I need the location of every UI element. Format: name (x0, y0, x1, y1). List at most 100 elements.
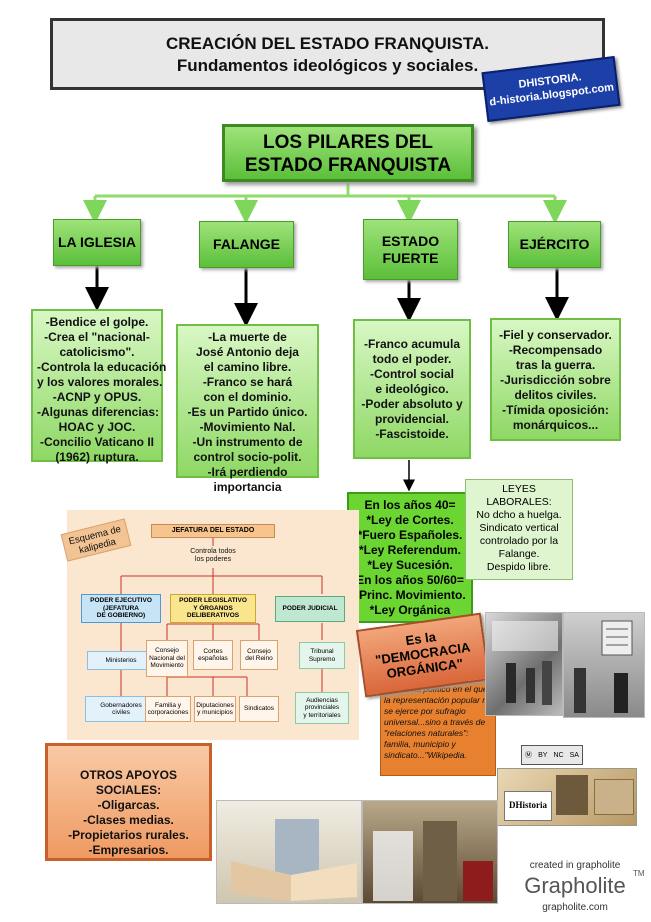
photo-ceremony (362, 800, 498, 904)
pillar-falange-label: FALANGE (213, 236, 280, 252)
familia-line: Familia y (154, 701, 181, 709)
ministerios-label: Ministerios (105, 656, 137, 664)
list-item: control socio-polit. (193, 450, 302, 464)
list-item: -Empresarios. (88, 843, 169, 857)
diputaciones-box: Diputaciones y municipios (194, 696, 236, 722)
list-item: *Fuero Españoles. (357, 528, 463, 542)
dhistoria-card: DHistoria (504, 791, 552, 821)
list-item: -Fiel y conservador. (499, 328, 612, 342)
photo-wall-sign (563, 612, 645, 718)
list-item: -Concilio Vaticano II (39, 435, 155, 449)
diputaciones-line: Diputaciones (196, 701, 234, 709)
controla-line: Controla todos (190, 548, 236, 555)
footer-url[interactable]: grapholite.com (542, 902, 608, 913)
consejo-reino-line: del Reino (245, 655, 273, 662)
list-item: -Jurisdicción sobre (500, 373, 611, 387)
list-item: y los valores morales. (37, 375, 163, 389)
list-item: SOCIALES: (95, 783, 162, 797)
list-item: -Oligarcas. (97, 798, 160, 812)
pillar-estado-label1: ESTADO (381, 232, 440, 249)
list-item: HOAC y JOC. (58, 420, 136, 434)
poder-judicial: PODER JUDICIAL (275, 596, 345, 622)
tribunal-line: Supremo (308, 655, 336, 663)
list-item: -Crea el "nacional- (44, 330, 150, 344)
sindicatos-label: Sindicatos (244, 705, 274, 713)
list-item: -Movimiento Nal. (199, 420, 296, 434)
controla-label: Controla todos los poderes (173, 548, 253, 564)
list-item: *Ley Sucesión. (367, 558, 453, 572)
cc-nc: NC (553, 751, 564, 759)
list-item: -Controla la educación (37, 360, 167, 374)
sindicatos-box: Sindicatos (239, 696, 279, 722)
photo-collage: DHistoria (497, 768, 637, 826)
list-item: todo el poder. (372, 352, 452, 366)
cc-sa: SA (569, 751, 579, 759)
list-item: monárquicos... (512, 418, 599, 432)
cc-by: BY (538, 751, 548, 759)
list-item: delitos civiles. (514, 388, 597, 402)
collage-photo (556, 775, 588, 815)
audiencias-line: Audiencias (306, 696, 338, 704)
list-item: LABORALES: (486, 496, 552, 508)
photo-book-art (231, 819, 357, 901)
otros-apoyos-box: OTROS APOYOS SOCIALES: -Oligarcas. -Clas… (45, 743, 212, 861)
legislativo-line: DELIBERATIVOS (186, 612, 240, 620)
tribunal-box: Tribunal Supremo (299, 642, 345, 669)
leyes-fundamentales-box: En los años 40= *Ley de Cortes. *Fuero E… (347, 492, 473, 623)
consejo-reino-box: Consejo del Reino (240, 640, 278, 670)
legislativo-line: Y ÓRGANOS (193, 604, 233, 612)
consejo-nacional-line: Nacional del (149, 654, 185, 662)
list-item: -Tímida oposición: (502, 403, 609, 417)
page-title-box: CREACIÓN DEL ESTADO FRANQUISTA. Fundamen… (50, 18, 605, 90)
list-item: Despido libre. (486, 561, 552, 573)
collage-photo (594, 779, 634, 815)
consejo-reino-line: Consejo (247, 647, 271, 655)
list-item: -Bendice el golpe. (45, 315, 149, 329)
list-item: -Franco se hará (202, 375, 293, 389)
audiencias-line: y territoriales (303, 711, 341, 719)
cc-icon: Ⓜ (525, 752, 533, 759)
falange-description: -La muerte de José Antonio deja el camin… (176, 324, 319, 494)
cortes-line: españolas (198, 655, 228, 662)
list-item: *Ley Orgánica (369, 603, 451, 617)
list-item: con el dominio. (203, 390, 292, 404)
list-item: *Princ. Movimiento. (354, 588, 466, 602)
photo-book (216, 800, 362, 904)
list-item: -La muerte de (208, 330, 287, 344)
list-item: No dcho a huelga. (476, 509, 562, 521)
pillar-falange: FALANGE (199, 221, 294, 268)
consejo-nacional-line: Movimiento (150, 662, 184, 670)
familia-box: Familia y corporaciones (145, 696, 191, 722)
list-item: Falange. (498, 548, 540, 560)
list-item: catolicismo". (59, 345, 135, 359)
list-item: -ACNP y OPUS. (52, 390, 142, 404)
list-item: -Poder absoluto y (361, 397, 463, 411)
photo-ceremony-art (373, 821, 493, 901)
list-item: OTROS APOYOS (80, 768, 177, 782)
list-item: En los años 50/60= (356, 573, 464, 587)
consejo-nacional-line: Consejo (155, 647, 179, 655)
list-item: LEYES (502, 483, 536, 495)
main-title-line2: ESTADO FRANQUISTA (244, 155, 452, 176)
poder-legislativo: PODER LEGISLATIVO Y ÓRGANOS DELIBERATIVO… (170, 594, 256, 623)
main-title-line1: LOS PILARES DEL (263, 132, 433, 153)
iglesia-description: -Bendice el golpe. -Crea el "nacional- c… (31, 309, 167, 464)
controla-line: los poderes (194, 556, 232, 563)
list-item: *Ley de Cortes. (366, 513, 454, 527)
jefatura-label: JEFATURA DEL ESTADO (171, 527, 255, 535)
legislativo-line: PODER LEGISLATIVO (179, 597, 247, 605)
cc-license-badge[interactable]: Ⓜ BY NC SA (521, 745, 583, 765)
familia-line: corporaciones (147, 709, 189, 716)
grapholite-logo[interactable]: Grapholite (510, 873, 640, 899)
ejecutivo-line: (JEFATURA (103, 604, 139, 612)
list-item: (1962) ruptura. (55, 450, 139, 464)
trademark: TM (633, 869, 645, 878)
photo-procession (485, 612, 563, 716)
list-item: importancia (213, 480, 282, 494)
list-item: controlado por la (479, 535, 559, 547)
wikipedia-quote: "..sistema político en el que la represe… (380, 681, 496, 776)
list-item: *Ley Referendum. (358, 543, 462, 557)
cortes-box: Cortes españolas (193, 640, 233, 670)
list-item: tras la guerra. (515, 358, 596, 372)
ejecutivo-line: PODER EJECUTIVO (90, 597, 152, 605)
